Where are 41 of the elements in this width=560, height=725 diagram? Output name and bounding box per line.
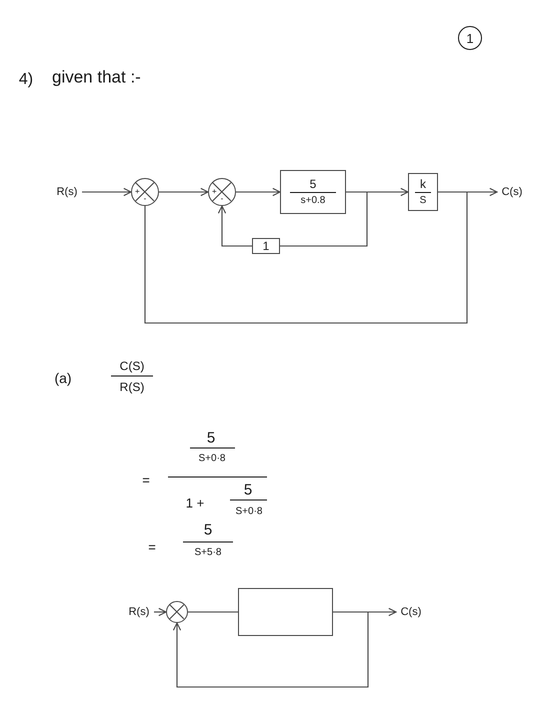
denominator: S [420,196,426,206]
summing-junction [131,178,159,206]
numerator: 5 [204,522,212,538]
numerator: k [420,178,426,190]
denominator: S+5·8 [194,548,222,558]
arrow [218,205,252,247]
equals-sign: = [148,540,156,554]
signal-label: C(s) [497,185,527,199]
numerator: 5 [244,482,252,498]
sign-label: + [135,188,140,196]
question-number: 4) [18,72,34,88]
signal-label: R(s) [124,605,154,619]
sign-label: - [144,194,146,203]
heading-text: given that :- [52,68,141,86]
denominator: S+0·8 [198,454,226,464]
denominator-term: 1 + [186,496,204,510]
circled-page-number: 1 [458,26,482,50]
part-label: (a) [54,371,72,385]
summing-junction [208,178,236,206]
block-label: 1 [262,240,270,252]
transfer-function-block [408,173,438,211]
numerator: 5 [206,430,216,446]
arrow [159,188,209,196]
empty-block [238,588,333,636]
arrow [172,611,369,688]
sign-label: - [220,194,224,203]
denominator: s+0.8 [300,196,326,206]
summing-junction [166,601,188,623]
denominator: S+0·8 [236,507,262,517]
arrow [154,608,167,616]
numerator: 5 [310,178,316,190]
transfer-function-block [280,170,346,214]
arrow [236,188,281,196]
signal-label: C(s) [396,605,426,619]
gain-block [252,238,280,254]
signal-label: R(s) [52,185,82,199]
denominator: R(S) [120,381,144,393]
arrow [82,188,132,196]
equals-sign: = [142,474,150,486]
sign-label: + [212,188,217,196]
numerator: C(S) [120,360,144,372]
